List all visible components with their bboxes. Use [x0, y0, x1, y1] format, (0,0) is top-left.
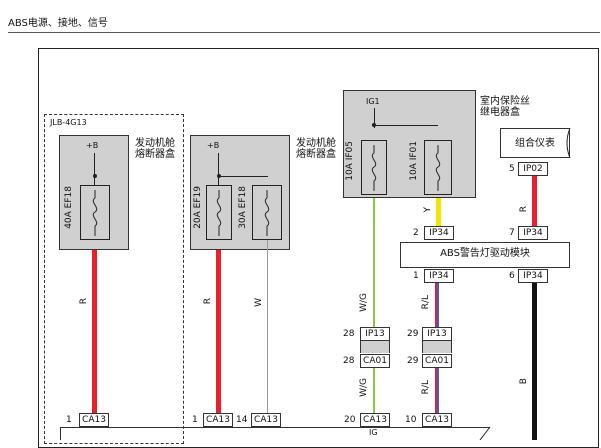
- relay-box-supply: IG1: [366, 97, 380, 106]
- wire-black: [532, 283, 537, 440]
- wire-yellow: [436, 198, 441, 226]
- bottom-pin-5: 10: [405, 415, 417, 425]
- bottom-pin-2: 1: [192, 415, 198, 425]
- relay-box-feed: [374, 108, 375, 128]
- inline-conn-b1: IP13: [422, 327, 452, 341]
- engine-box-1-feed: [94, 153, 95, 185]
- bottom-pin-3: 14: [236, 415, 248, 425]
- title-divider: [8, 32, 600, 33]
- fuse-ef18-b-symbol: [264, 190, 270, 236]
- inline-joint-a: [360, 341, 390, 353]
- engine-fuse-box-2-label: 发动机舱 熔断器盒: [296, 138, 336, 160]
- wire-rl-upper: [435, 283, 439, 328]
- engine-box-2-supply: +B: [207, 141, 220, 150]
- page-title: ABS电源、接地、信号: [8, 18, 108, 29]
- cluster-pin: 5: [509, 164, 515, 174]
- wire-wg-upper: [373, 198, 375, 328]
- bottom-pin-1: 1: [66, 415, 72, 425]
- inline-pin-a1: 28: [343, 329, 355, 339]
- inline-pin-a2: 28: [343, 356, 355, 366]
- abs-warning-light-module: ABS警告灯驱动模块: [400, 242, 570, 268]
- bottom-conn-5: CA13: [422, 413, 452, 427]
- module-pin-y: 2: [413, 228, 419, 238]
- instrument-cluster: 组合仪表: [500, 128, 570, 158]
- abs-control-unit-outline: [60, 427, 490, 440]
- abs-unit-corner: [479, 426, 491, 440]
- module-conn-b: IP34: [518, 269, 548, 283]
- fuse-ef19-symbol: [216, 190, 222, 236]
- wire-red-1: [92, 250, 97, 415]
- inline-pin-b2: 29: [407, 356, 419, 366]
- ig-pin-label: IG: [369, 428, 378, 437]
- wire-red-2: [216, 250, 221, 415]
- fuse-if05-symbol: [371, 145, 377, 191]
- wire-rl-lower: [435, 368, 439, 415]
- relay-box-bus: [374, 125, 438, 126]
- bottom-pin-4: 20: [344, 415, 356, 425]
- inline-joint-b: [422, 341, 452, 353]
- engine-box-1-supply: +B: [86, 141, 99, 150]
- cluster-scroll-edge: [566, 127, 571, 159]
- cluster-connector: IP02: [518, 162, 548, 176]
- bottom-conn-3: CA13: [251, 413, 281, 427]
- inline-pin-b1: 29: [407, 329, 419, 339]
- inline-conn-a2: CA01: [360, 354, 390, 368]
- engine-box-2-feed: [218, 153, 219, 185]
- module-conn-rl: IP34: [424, 269, 454, 283]
- bottom-conn-4: CA13: [360, 413, 390, 427]
- interior-fuse-relay-box-label: 室内保险丝 继电器盒: [480, 96, 530, 118]
- module-pin-r: 7: [509, 228, 515, 238]
- inline-conn-b2: CA01: [422, 354, 452, 368]
- module-conn-y: IP34: [424, 226, 454, 240]
- wire-red-top: [532, 176, 537, 226]
- engine-fuse-box-1-label: 发动机舱 熔断器盒: [135, 138, 175, 160]
- fuse-ef18-a-symbol: [92, 190, 98, 236]
- bottom-conn-1: CA13: [79, 413, 109, 427]
- wire-wg-lower: [373, 368, 375, 415]
- inline-conn-a1: IP13: [360, 327, 390, 341]
- wire-white: [267, 240, 268, 415]
- fuse-if01-symbol: [435, 145, 441, 191]
- module-conn-r: IP34: [518, 226, 548, 240]
- engine-box-2-bus: [218, 176, 268, 177]
- module-pin-rl: 1: [413, 271, 419, 281]
- jlb-label: JLB-4G13: [50, 118, 87, 127]
- module-pin-b: 6: [509, 271, 515, 281]
- bottom-conn-2: CA13: [203, 413, 233, 427]
